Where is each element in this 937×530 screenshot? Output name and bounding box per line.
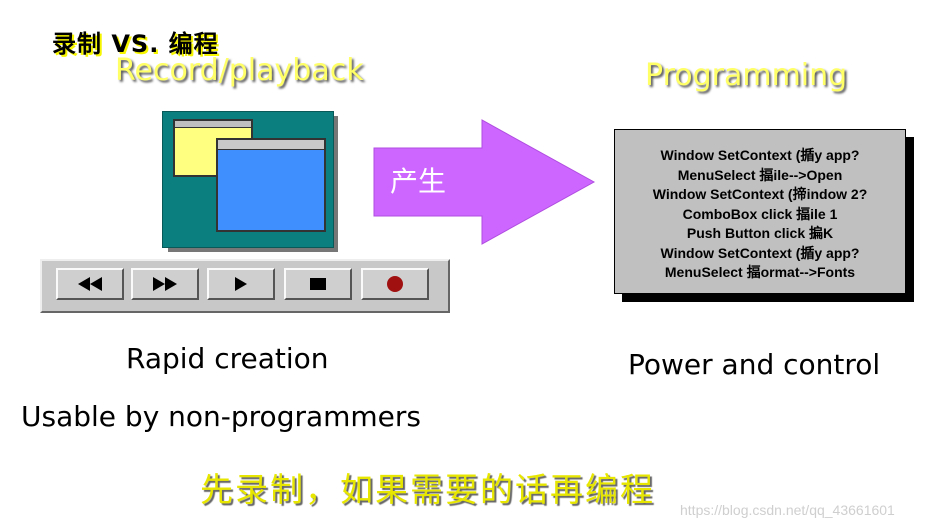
code-line: MenuSelect 揊ormat-->Fonts	[664, 264, 856, 281]
code-line: MenuSelect 揊ile-->Open	[677, 166, 843, 183]
record-playback-heading: Record/playback	[115, 53, 364, 88]
generates-arrow-icon	[373, 119, 596, 245]
stop-icon	[310, 278, 326, 290]
code-line: ComboBox click 揊ile 1	[682, 205, 838, 222]
code-line: Window SetContext (揥indow 2?	[652, 186, 868, 203]
blue-window-icon	[216, 138, 326, 232]
fast-forward-button[interactable]	[131, 268, 199, 300]
caption-power-control: Power and control	[628, 348, 881, 381]
rewind-icon	[78, 277, 102, 291]
code-line: Window SetContext (揗y app?	[660, 244, 860, 261]
fast-forward-icon	[153, 277, 177, 291]
rewind-button[interactable]	[56, 268, 124, 300]
bottom-note: 先录制，如果需要的话再编程	[200, 470, 655, 509]
code-line: Push Button click 揙K	[686, 225, 834, 242]
caption-usable: Usable by non-programmers	[21, 400, 422, 433]
play-button[interactable]	[207, 268, 275, 300]
arrow-label: 产生	[390, 165, 447, 198]
script-code-box: Window SetContext (揗y app? MenuSelect 揊i…	[614, 129, 906, 294]
record-button[interactable]	[361, 268, 429, 300]
play-icon	[235, 277, 247, 291]
code-line: Window SetContext (揗y app?	[660, 147, 860, 164]
slide-title: 录制 VS. 编程	[52, 30, 219, 58]
watermark: https://blog.csdn.net/qq_43661601	[680, 502, 895, 518]
stop-button[interactable]	[284, 268, 352, 300]
programming-heading: Programming	[645, 58, 848, 93]
record-icon	[387, 276, 403, 292]
caption-rapid-creation: Rapid creation	[126, 342, 329, 375]
